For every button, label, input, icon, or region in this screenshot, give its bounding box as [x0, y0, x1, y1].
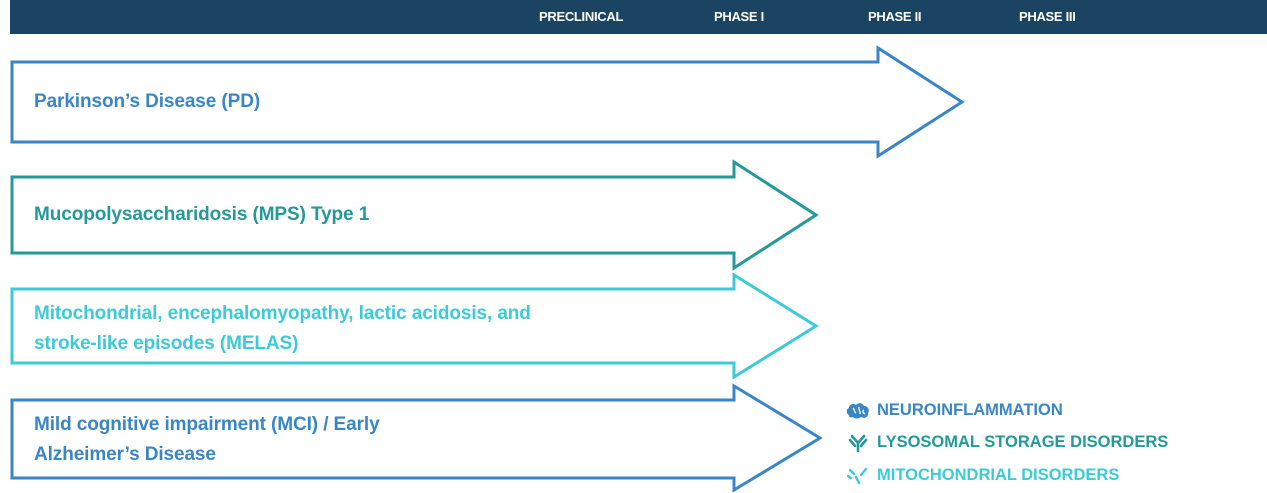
legend-label-neuroinflammation: NEUROINFLAMMATION [877, 401, 1063, 419]
arrow-parkinsons [10, 45, 965, 159]
phase-preclinical: PRECLINICAL [539, 9, 624, 24]
program-label-melas-line2: stroke-like episodes (MELAS) [34, 333, 299, 354]
program-label-mci-line2: Alzheimer’s Disease [34, 444, 216, 465]
legend-lysosomal: LYSOSOMAL STORAGE DISORDERS [845, 433, 1168, 452]
legend-neuroinflammation: NEUROINFLAMMATION [845, 401, 1063, 420]
phase-3: PHASE III [1019, 9, 1076, 24]
phase-1: PHASE I [714, 9, 764, 24]
legend-label-mitochondrial: MITOCHONDRIAL DISORDERS [877, 466, 1120, 484]
mitochondria-icon [846, 467, 868, 484]
arrow-mps [10, 159, 819, 271]
antibody-icon [848, 434, 868, 452]
program-label-mci: Mild cognitive impairment (MCI) / Early … [34, 410, 380, 470]
program-label-melas: Mitochondrial, encephalomyopathy, lactic… [34, 299, 531, 359]
legend-label-lysosomal: LYSOSOMAL STORAGE DISORDERS [877, 433, 1169, 451]
arrow-melas [10, 272, 819, 380]
program-label-mps: Mucopolysaccharidosis (MPS) Type 1 [34, 204, 370, 225]
program-label-melas-line1: Mitochondrial, encephalomyopathy, lactic… [34, 303, 531, 324]
program-label-mci-line1: Mild cognitive impairment (MCI) / Early [34, 414, 380, 435]
phase-2: PHASE II [868, 9, 922, 24]
arrow-mci [10, 383, 823, 493]
legend-mitochondrial: MITOCHONDRIAL DISORDERS [845, 466, 1119, 485]
program-label-parkinsons: Parkinson’s Disease (PD) [34, 91, 261, 112]
phase-header-bar [10, 0, 1267, 34]
brain-icon [846, 402, 869, 418]
